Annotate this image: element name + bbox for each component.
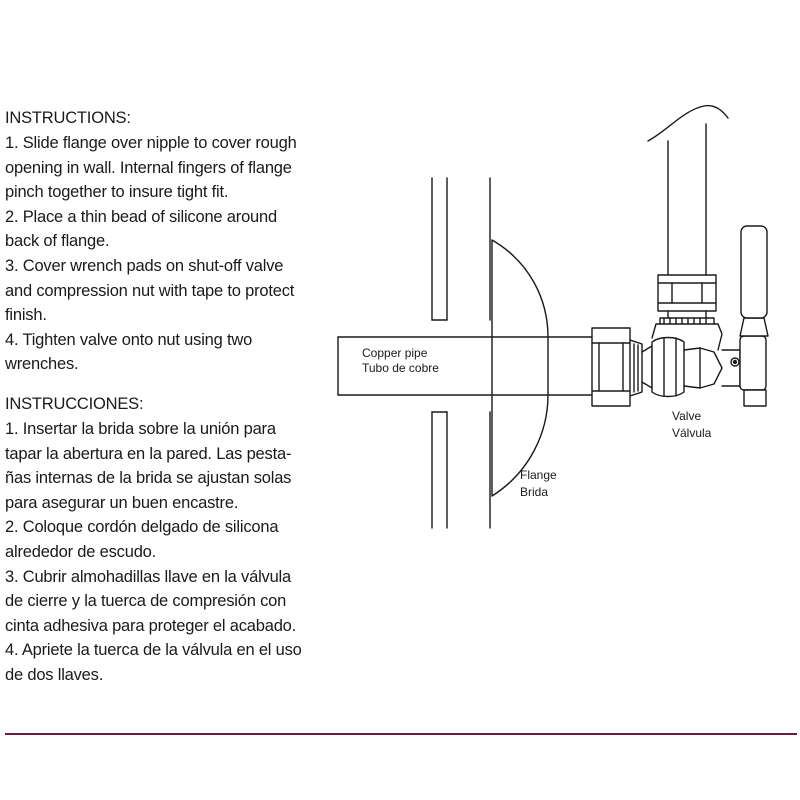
instructions-heading: INSTRUCTIONS: [5, 109, 131, 127]
instrucciones-heading: INSTRUCCIONES: [5, 394, 144, 413]
instructions-line: and compression nut with tape to protect [5, 281, 295, 300]
instructions-line: back of flange. [5, 232, 110, 251]
instrucciones-line: 2. Coloque cordón delgado de silicona [5, 518, 279, 537]
copper-pipe [337, 336, 593, 396]
instrucciones-line: de cierre y la tuerca de compresión con [5, 592, 287, 611]
instructions-line: 3. Cover wrench pads on shut-off valve [5, 256, 284, 275]
valve-installation-diagram: Copper pipe Tubo de cobre Valve Válvula … [330, 95, 800, 545]
instructions-line: wrenches. [5, 355, 79, 374]
instrucciones-line: tapar la abertura en la pared. Las pesta… [5, 444, 292, 463]
shut-off-valve [641, 104, 769, 407]
instructions-text: INSTRUCTIONS: 1. Slide flange over nippl… [5, 106, 340, 687]
instrucciones-line: alrededor de escudo. [5, 542, 157, 561]
flange-label-es: Brida [520, 485, 548, 499]
copper-pipe-label-es: Tubo de cobre [362, 361, 439, 375]
diagram-svg: Copper pipe Tubo de cobre Valve Válvula … [337, 104, 769, 529]
instructions-line: 1. Slide flange over nipple to cover rou… [5, 134, 297, 152]
instrucciones-line: para asegurar un buen encastre. [5, 493, 239, 512]
flange-label: Flange [520, 468, 557, 482]
wall [431, 177, 491, 529]
instructions-line: finish. [5, 306, 47, 325]
instrucciones-line: 1. Insertar la brida sobre la unión para [5, 419, 276, 438]
section-spacer [5, 377, 340, 392]
instrucciones-line: 3. Cubrir almohadillas llave en la válvu… [5, 567, 291, 586]
copper-pipe-label: Copper pipe [362, 346, 428, 360]
valve-label: Valve [672, 409, 701, 423]
flange [491, 239, 549, 497]
valve-label-es: Válvula [672, 426, 712, 440]
bottom-divider [5, 733, 797, 735]
compression-nut [591, 327, 643, 407]
instructions-line: 2. Place a thin bead of silicone around [5, 207, 277, 226]
instrucciones-line: cinta adhesiva para proteger el acabado. [5, 616, 297, 635]
instructions-line: pinch together to insure tight fit. [5, 183, 229, 202]
instrucciones-line: de dos llaves. [5, 665, 104, 684]
instructions-line: 4. Tighten valve onto nut using two [5, 330, 253, 349]
instrucciones-line: 4. Apriete la tuerca de la válvula en el… [5, 641, 302, 660]
instrucciones-line: ñas internas de la brida se ajustan sola… [5, 469, 292, 488]
instructions-line: opening in wall. Internal fingers of fla… [5, 158, 292, 177]
